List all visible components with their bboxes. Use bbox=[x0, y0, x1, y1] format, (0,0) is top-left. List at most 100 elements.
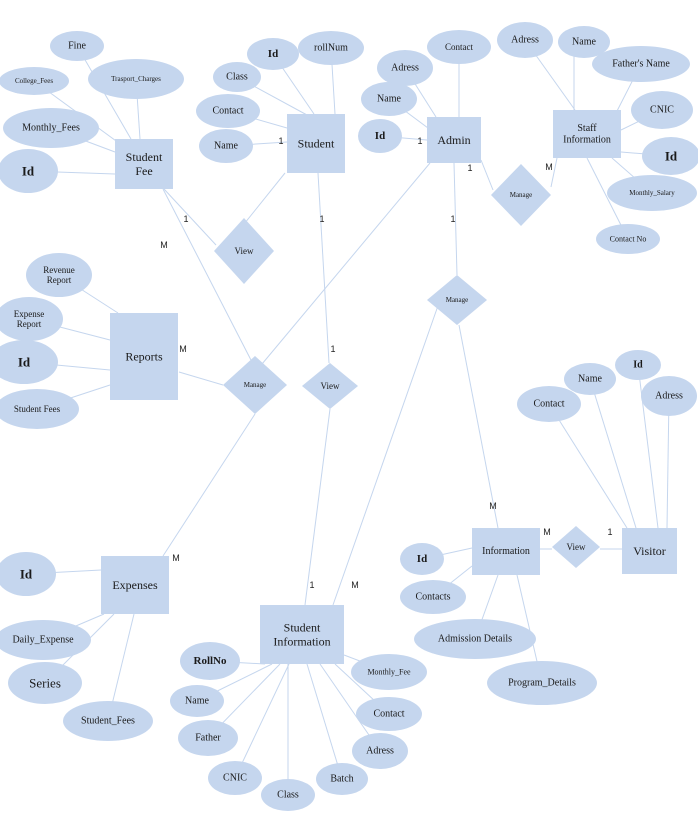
attribute-a-ad-adress bbox=[377, 50, 433, 86]
entity-label: Fee bbox=[135, 164, 152, 178]
attribute-label: Name bbox=[377, 94, 401, 105]
cardinality-label: 1 bbox=[467, 163, 472, 173]
attribute-a-monthly-fee bbox=[351, 654, 427, 690]
cardinality-label: 1 bbox=[183, 214, 188, 224]
relationship-rel-view-1 bbox=[214, 218, 274, 284]
attribute-a-rollno bbox=[180, 642, 240, 680]
relationship-rel-manage-staff bbox=[491, 164, 551, 226]
entity-student-fee bbox=[115, 139, 173, 189]
attribute-label: Adress bbox=[366, 746, 394, 757]
attribute-a-monthly-salary bbox=[607, 175, 697, 211]
entity-student-information bbox=[260, 605, 344, 664]
relationship-rel-view-2 bbox=[302, 363, 358, 409]
cardinality-label: 1 bbox=[278, 136, 283, 146]
cardinality-label: M bbox=[351, 580, 359, 590]
attribute-a-ad-id bbox=[358, 119, 402, 153]
cardinality-label: M bbox=[545, 162, 553, 172]
attribute-label: Series bbox=[29, 676, 61, 691]
attribute-a-si-class bbox=[261, 779, 315, 811]
attribute-label: Id bbox=[268, 48, 278, 60]
attribute-label: Name bbox=[185, 696, 209, 707]
entity-label: Admin bbox=[437, 133, 470, 147]
attribute-label: Name bbox=[578, 374, 602, 385]
attribute-a-sti-adress bbox=[497, 22, 553, 58]
connector-line bbox=[178, 371, 224, 386]
entity-label: Reports bbox=[125, 350, 163, 364]
attribute-label: Admission Details bbox=[438, 634, 512, 645]
attribute-a-father bbox=[178, 720, 238, 756]
cardinality-label: M bbox=[172, 553, 180, 563]
connector-line bbox=[589, 378, 637, 529]
attribute-a-ad-contact bbox=[427, 30, 491, 64]
attribute-label: Monthly_Salary bbox=[629, 189, 675, 197]
attribute-label: Contacts bbox=[416, 592, 451, 603]
connector-line bbox=[458, 324, 499, 529]
entity-visitor bbox=[622, 528, 677, 574]
attribute-a-st-contact bbox=[196, 94, 260, 128]
relationship-label: View bbox=[235, 246, 254, 256]
attribute-a-inf-id bbox=[400, 543, 444, 575]
attribute-label: Contact bbox=[212, 106, 243, 117]
attribute-a-sti-name bbox=[558, 26, 610, 58]
relationship-label: Manage bbox=[244, 381, 267, 389]
attribute-label: Report bbox=[47, 275, 72, 285]
connector-line bbox=[234, 663, 290, 779]
cardinality-label: 1 bbox=[319, 214, 324, 224]
relationship-label: Manage bbox=[446, 296, 469, 304]
attribute-a-vis-adress bbox=[641, 376, 697, 416]
cardinality-label: M bbox=[489, 501, 497, 511]
entity-label: Student bbox=[284, 621, 321, 635]
attribute-a-rep-id bbox=[0, 340, 58, 384]
relationship-label: Manage bbox=[510, 191, 533, 199]
attribute-a-sti-id bbox=[642, 137, 698, 175]
attribute-label: Student Fees bbox=[14, 404, 61, 414]
attribute-a-sf-id bbox=[0, 149, 58, 193]
attribute-label: Name bbox=[572, 37, 596, 48]
entity-information bbox=[472, 528, 540, 575]
attribute-a-class bbox=[213, 62, 261, 92]
attribute-label: CNIC bbox=[223, 773, 247, 784]
attribute-a-program bbox=[487, 661, 597, 705]
connector-line bbox=[256, 162, 431, 371]
attribute-label: Id bbox=[633, 360, 643, 371]
attribute-label: Contact bbox=[533, 399, 564, 410]
attribute-a-transport bbox=[88, 59, 184, 99]
connector-line bbox=[162, 413, 256, 557]
entity-admin bbox=[427, 117, 481, 163]
attribute-label: Id bbox=[417, 553, 427, 565]
attribute-a-batch bbox=[316, 763, 368, 795]
entity-expenses bbox=[101, 556, 169, 614]
entity-student bbox=[287, 114, 345, 173]
cardinality-label: M bbox=[179, 344, 187, 354]
attribute-label: College_Fees bbox=[15, 77, 53, 85]
cardinality-label: 1 bbox=[607, 527, 612, 537]
cardinality-label: M bbox=[543, 527, 551, 537]
attribute-label: Id bbox=[22, 164, 35, 179]
attribute-label: Father's Name bbox=[612, 59, 670, 70]
entity-reports bbox=[110, 313, 178, 400]
attribute-label: Expense bbox=[14, 309, 45, 319]
attribute-label: rollNum bbox=[314, 43, 348, 54]
attribute-label: Batch bbox=[330, 774, 353, 785]
attribute-label: Class bbox=[226, 72, 248, 83]
attribute-a-vis-id bbox=[615, 350, 661, 380]
relationship-rel-view-visitor bbox=[552, 526, 600, 568]
attribute-a-admission bbox=[414, 619, 536, 659]
attribute-label: Id bbox=[20, 567, 33, 582]
attribute-a-daily-expense bbox=[0, 620, 91, 660]
connector-line bbox=[317, 172, 330, 364]
cardinality-label: M bbox=[160, 240, 168, 250]
attribute-a-series bbox=[8, 662, 82, 704]
attribute-a-expense-report bbox=[0, 297, 63, 341]
attribute-a-monthly-fees bbox=[3, 108, 99, 148]
entity-staff-information bbox=[553, 110, 621, 158]
attribute-label: Id bbox=[665, 149, 678, 164]
attribute-label: Report bbox=[17, 319, 42, 329]
attribute-label: Class bbox=[277, 790, 299, 801]
attribute-label: Contact No bbox=[610, 235, 647, 244]
attribute-a-father-name bbox=[592, 46, 690, 82]
attribute-label: CNIC bbox=[650, 105, 674, 116]
attribute-a-vis-name bbox=[564, 363, 616, 395]
